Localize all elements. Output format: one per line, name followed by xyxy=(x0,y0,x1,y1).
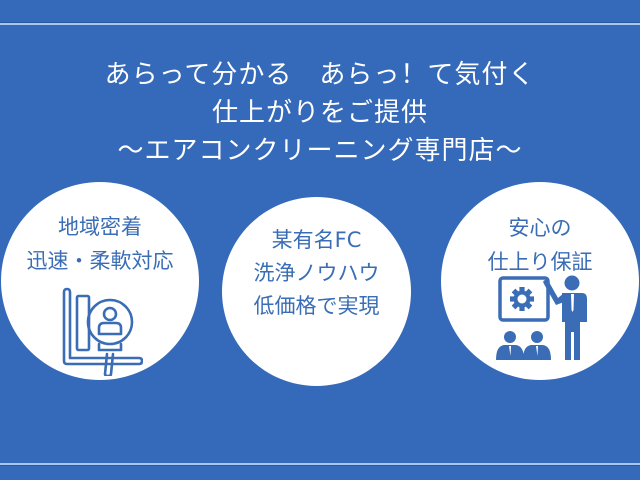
headline-line-2: 仕上がりをご提供 xyxy=(211,98,428,128)
feature-line: 地域密着 xyxy=(58,215,142,239)
headline: あらって分かる あらっ！て気付く 仕上がりをご提供 ～エアコンクリーニング専門店… xyxy=(0,56,640,170)
bottom-divider xyxy=(0,463,640,466)
feature-circle-fc: 某有名FC 洗浄ノウハウ 低価格で実現 xyxy=(222,197,411,386)
feature-text: 地域密着 迅速・柔軟対応 xyxy=(1,210,199,278)
feature-circle-guarantee: 安心の 仕上り保証 xyxy=(441,182,639,380)
feature-text: 安心の 仕上り保証 xyxy=(441,211,639,279)
feature-text: 某有名FC 洗浄ノウハウ 低価格で実現 xyxy=(222,224,411,323)
headline-line-1: あらって分かる あらっ！て気付く xyxy=(104,60,536,90)
feature-line: 某有名FC xyxy=(271,228,362,252)
feature-circle-local: 地域密着 迅速・柔軟対応 xyxy=(1,182,199,380)
feature-line: 安心の xyxy=(508,216,572,240)
magnifier-person-chart-icon xyxy=(62,287,143,376)
feature-line: 仕上り保証 xyxy=(487,250,593,274)
feature-line: 低価格で実現 xyxy=(253,294,380,318)
presenter-gear-board-icon xyxy=(496,275,587,360)
headline-line-3: ～エアコンクリーニング専門店～ xyxy=(117,136,523,166)
top-divider xyxy=(0,22,640,25)
feature-line: 洗浄ノウハウ xyxy=(253,261,380,285)
feature-line: 迅速・柔軟対応 xyxy=(26,249,174,273)
